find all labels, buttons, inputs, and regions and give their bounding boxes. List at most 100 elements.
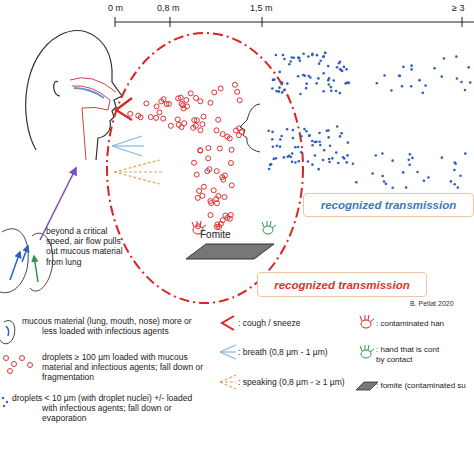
small-droplet (322, 55, 325, 58)
small-droplet (352, 162, 355, 165)
small-droplet (427, 176, 430, 179)
large-droplet (196, 224, 201, 229)
small-droplet (309, 76, 312, 79)
small-droplet (339, 92, 342, 95)
small-droplet (464, 152, 467, 155)
legend-text: mucous material (lung, mouth, nose) more… (22, 316, 207, 336)
small-droplet (298, 160, 301, 163)
large-droplet (237, 133, 242, 138)
large-droplet (200, 122, 205, 127)
small-droplet (308, 134, 311, 137)
small-droplet (290, 156, 293, 159)
breath-line (112, 146, 142, 156)
large-droplet (161, 97, 166, 102)
fomite-sample (356, 382, 378, 390)
hand-palm (361, 350, 371, 358)
small-droplet (318, 62, 321, 65)
small-droplet (297, 56, 300, 59)
large-droplet (218, 86, 223, 91)
small-droplet (297, 75, 300, 78)
small-droplet (314, 141, 317, 144)
large-droplet (157, 110, 162, 115)
small-droplet (405, 186, 408, 189)
small-droplet (335, 90, 338, 93)
large-droplet (206, 156, 211, 161)
small-droplet (307, 55, 310, 58)
large-droplet (128, 111, 133, 116)
small-droplet (390, 89, 393, 92)
shape-label: Fomite (200, 229, 231, 240)
axis-tick (462, 17, 463, 27)
legend-text: : breath (0,8 µm - 1 µm) (238, 347, 353, 357)
small-droplet (450, 180, 453, 183)
transmission-zone (107, 33, 303, 303)
legend-text: : fomite (contaminated su (376, 381, 472, 391)
legend-text: droplets < 10 µm (with droplet nuclei) +… (12, 393, 207, 424)
large-droplet (188, 91, 193, 96)
small-droplet (342, 156, 345, 159)
small-droplet (317, 168, 320, 171)
small-droplet (418, 79, 421, 82)
small-droplet (308, 135, 311, 138)
author-credit: B. Pellat 2020 (410, 300, 474, 308)
small-droplet (322, 56, 325, 59)
droplet (3, 405, 5, 407)
large-droplet (229, 147, 234, 152)
small-droplet (424, 84, 427, 87)
small-droplet (443, 57, 446, 60)
small-droplet (454, 162, 457, 165)
small-droplet (267, 129, 270, 132)
small-droplet (314, 154, 317, 157)
small-droplet (416, 171, 419, 174)
small-droplet (292, 129, 295, 132)
small-droplet (275, 157, 278, 160)
large-droplet (154, 104, 159, 109)
small-droplet (331, 157, 334, 160)
large-droplet (214, 201, 219, 206)
breath-lines (112, 136, 144, 156)
large-droplet (207, 167, 212, 172)
small-droplet (272, 158, 275, 161)
small-droplet (307, 160, 310, 163)
small-droplet (316, 54, 319, 57)
small-droplet (330, 90, 333, 93)
small-droplet (346, 154, 349, 157)
distance-label: 1,5 m (250, 3, 290, 14)
fomite-surface (186, 244, 274, 259)
hand-palm (361, 320, 371, 328)
legend-text: : speaking (0,8 µm - ≥ 1 µm) (238, 377, 353, 387)
small-droplet (328, 161, 331, 164)
small-droplet-sample (2, 397, 8, 407)
small-droplet (269, 164, 272, 167)
hand-fingers (262, 221, 276, 228)
small-droplet (464, 89, 467, 92)
small-droplet (441, 156, 444, 159)
small-droplet (355, 181, 358, 184)
small-droplet (303, 74, 306, 77)
ear (54, 81, 60, 96)
breath-line (112, 145, 144, 146)
small-droplet (322, 159, 325, 162)
small-droplet (327, 79, 330, 82)
small-droplet (385, 183, 388, 186)
axis-line (115, 22, 474, 23)
large-droplet (198, 148, 203, 153)
droplet (28, 363, 33, 368)
droplet (6, 401, 8, 403)
small-droplet (374, 154, 377, 157)
distance-label: 0 m (108, 3, 148, 14)
small-droplet (311, 140, 314, 143)
small-droplet (383, 74, 386, 77)
small-droplet (311, 163, 314, 166)
axis-tick (170, 17, 171, 27)
small-droplet (283, 58, 286, 61)
large-droplet (208, 100, 213, 105)
speaking-line (220, 382, 236, 389)
large-droplet (212, 90, 217, 95)
small-droplet (455, 55, 458, 58)
small-droplet (409, 153, 412, 156)
small-droplet (286, 128, 289, 131)
droplet (2, 397, 4, 399)
airway (72, 86, 110, 160)
small-droplet (319, 60, 322, 63)
